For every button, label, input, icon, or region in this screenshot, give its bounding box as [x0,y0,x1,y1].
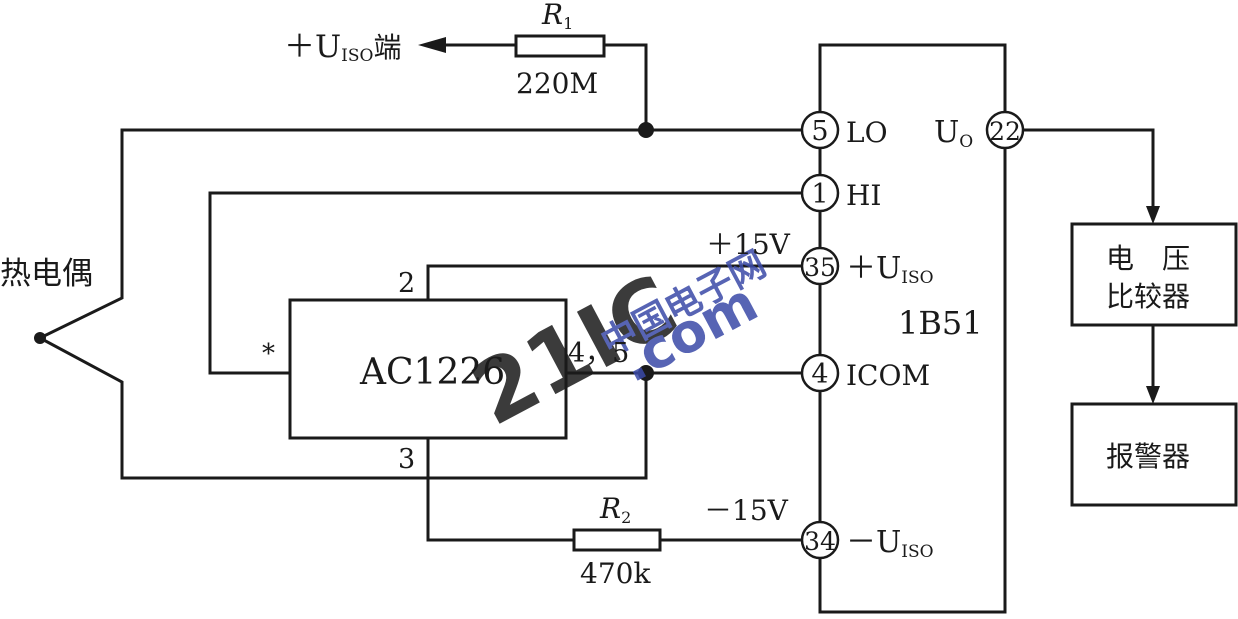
pin-1-num: 1 [811,179,828,210]
r1-name: R1 [541,0,573,33]
thermocouple-label: 热电偶 [0,256,93,292]
pin-1-circle [800,173,840,213]
amp-pin-right: 4，5 [568,338,629,369]
pin-5-label: LO [846,116,888,149]
comparator-line2: 比较器 [1106,280,1190,313]
module-top [818,43,1007,114]
amp-pin-bottom: 3 [398,444,415,475]
wire-plus15 [426,264,802,302]
pin-34-num: 34 [804,527,836,556]
arrow-to-comparator [1146,206,1160,224]
wire-r2 [426,436,576,542]
arrow-to-alarm [1146,386,1160,404]
amp-name: AC1226 [359,352,505,393]
pin-1-label: HI [846,179,881,212]
r2-name: R2 [599,492,631,527]
pin-35-circle [800,246,840,286]
pin-22-circle [985,110,1025,150]
wire-uo [1021,128,1155,214]
amp-pin-left: * [262,339,275,369]
pin-4-label: ICOM [846,359,930,392]
pin-35-supply: ＋15V [706,228,791,261]
arrow-iso-left [418,37,446,53]
pin-5-circle [800,110,840,150]
pin-35-num: 35 [804,253,836,282]
pin-34-label: －UISO [846,525,934,562]
junction-lo [638,122,654,138]
pin-4-circle [800,353,840,393]
wire-hi [208,191,802,375]
r1-value: 220M [516,67,598,100]
pin-22-num: 22 [989,117,1021,146]
alarm-box [1070,402,1238,507]
alarm-label: 报警器 [1106,440,1190,473]
amp-ac1226 [288,298,568,440]
junction-thermocouple [34,332,46,344]
pin-35-label: ＋UISO [846,251,934,288]
pin-4-num: 4 [811,359,828,390]
comparator-box [1070,222,1238,327]
r2-value: 470k [580,557,651,590]
iso-supply-label: ＋UISO端 [284,29,401,66]
module-rail [818,146,1007,614]
pin-22-label: UO [934,115,973,152]
wire-r1 [602,43,648,132]
resistor-r1 [514,34,606,58]
junction-icom [638,365,654,381]
pin-5-num: 5 [811,116,828,147]
wire-tc-upper [37,128,802,341]
wires [37,43,1155,614]
pin-34-circle [800,520,840,560]
pin-34-supply: －15V [704,494,789,527]
wire-tc-lower [37,335,648,480]
module-name: 1B51 [898,304,983,342]
amp-pin-top: 2 [398,268,415,299]
comparator-line1: 电 压 [1106,242,1190,275]
resistor-r2 [572,528,662,552]
